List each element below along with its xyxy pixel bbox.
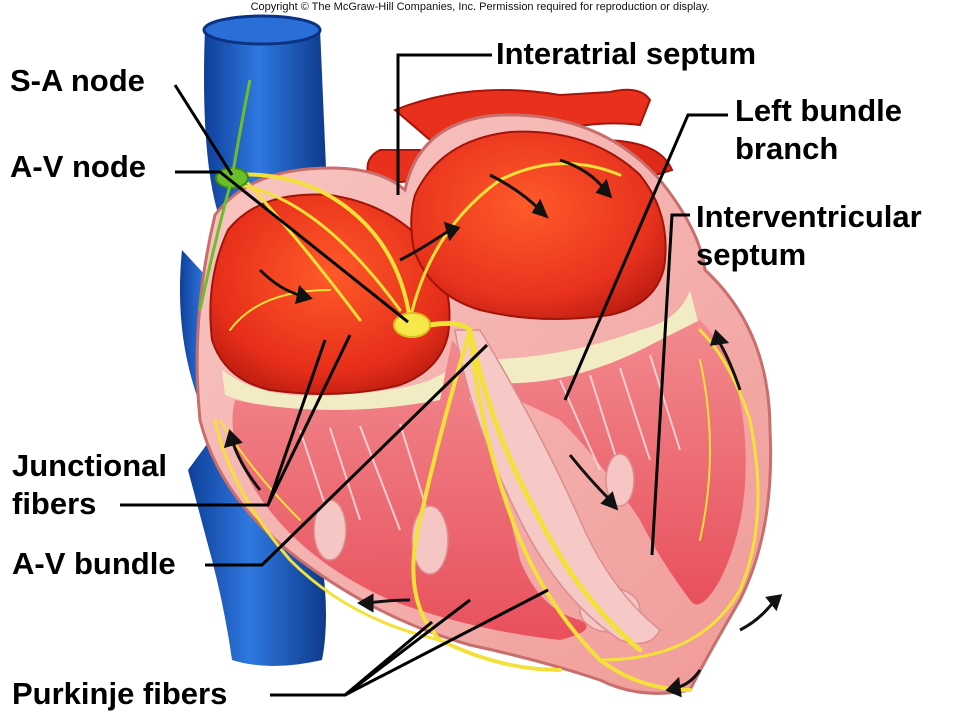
label-junctional-fibers: Junctional fibers [12,447,167,523]
label-interventricular-septum-line-1: Interventricular [696,199,922,234]
leader-av-bundle [205,343,489,567]
label-interventricular-septum: Interventricular septum [696,198,922,274]
leader-left-bundle-branch [563,113,728,401]
conduction-system [213,162,760,692]
label-junctional-fibers-line-2: fibers [12,486,97,521]
leader-interatrial-septum [396,53,492,195]
label-interatrial-septum: Interatrial septum [496,36,757,71]
copyright-notice: Copyright © The McGraw-Hill Companies, I… [250,1,710,13]
label-interventricular-septum-line-2: septum [696,237,807,272]
label-left-bundle-branch-line-1: Left bundle [735,93,903,128]
leader-av-node [175,170,409,324]
leader-interventricular-septum [650,213,690,556]
impulse-arrows [223,158,783,698]
leader-purkinje-b [344,588,549,697]
leader-purkinje-c [344,620,433,697]
label-left-bundle-branch: Left bundle branch [735,92,902,168]
leader-lines [120,53,728,697]
label-left-bundle-branch-line-2: branch [735,131,839,166]
label-av-bundle: A-V bundle [12,546,176,581]
sa-node-marker [198,79,252,311]
label-junctional-fibers-line-1: Junctional [12,448,168,483]
label-purkinje-fibers: Purkinje fibers [12,676,228,711]
label-sa-node: S-A node [10,63,145,98]
leader-sa-node [173,84,234,176]
label-av-node: A-V node [10,149,147,184]
leader-junctional-fibers-b [266,334,352,506]
right-atrium [209,193,451,395]
left-atrium [410,130,667,320]
